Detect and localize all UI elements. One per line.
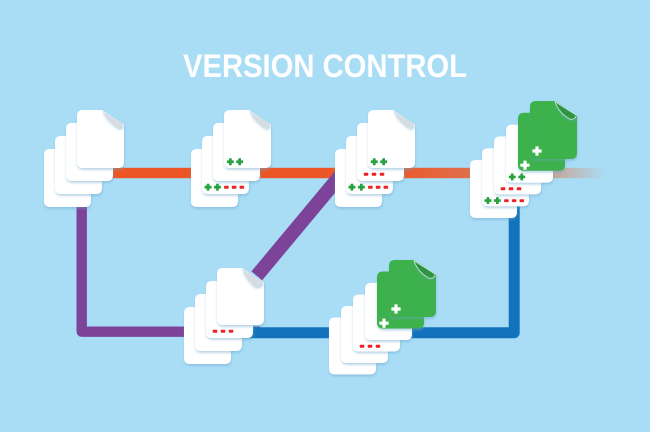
svg-text:VERSION CONTROL: VERSION CONTROL [183,48,467,84]
